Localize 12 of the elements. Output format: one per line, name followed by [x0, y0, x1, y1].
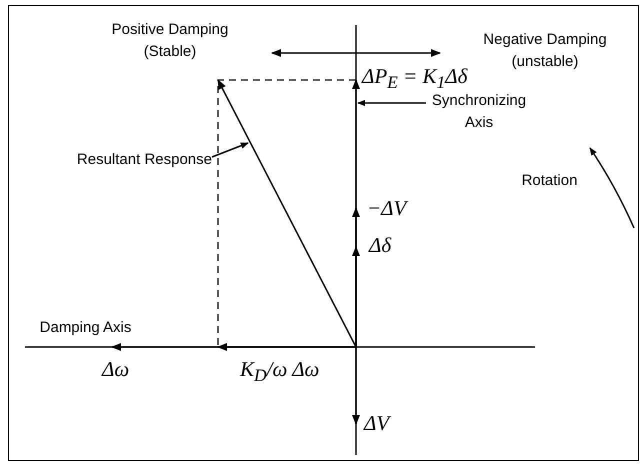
phasor-label: Δω — [102, 358, 130, 380]
region-label: Positive Damping (Stable) — [110, 20, 230, 62]
phasor-label: K$_{D}$/ω Δω — [240, 358, 320, 386]
rotation-label: Rotation — [520, 171, 578, 191]
region-label: Negative Damping (unstable) — [482, 30, 608, 72]
phasor-label: ΔV — [364, 412, 390, 434]
phasor-label: Δδ — [369, 234, 392, 256]
leader-label: Resultant Response — [76, 149, 212, 171]
phasor-label: −ΔV — [367, 197, 406, 219]
axis-label: Damping Axis — [38, 318, 132, 338]
leader-line — [212, 142, 249, 158]
leader-line — [357, 100, 426, 106]
